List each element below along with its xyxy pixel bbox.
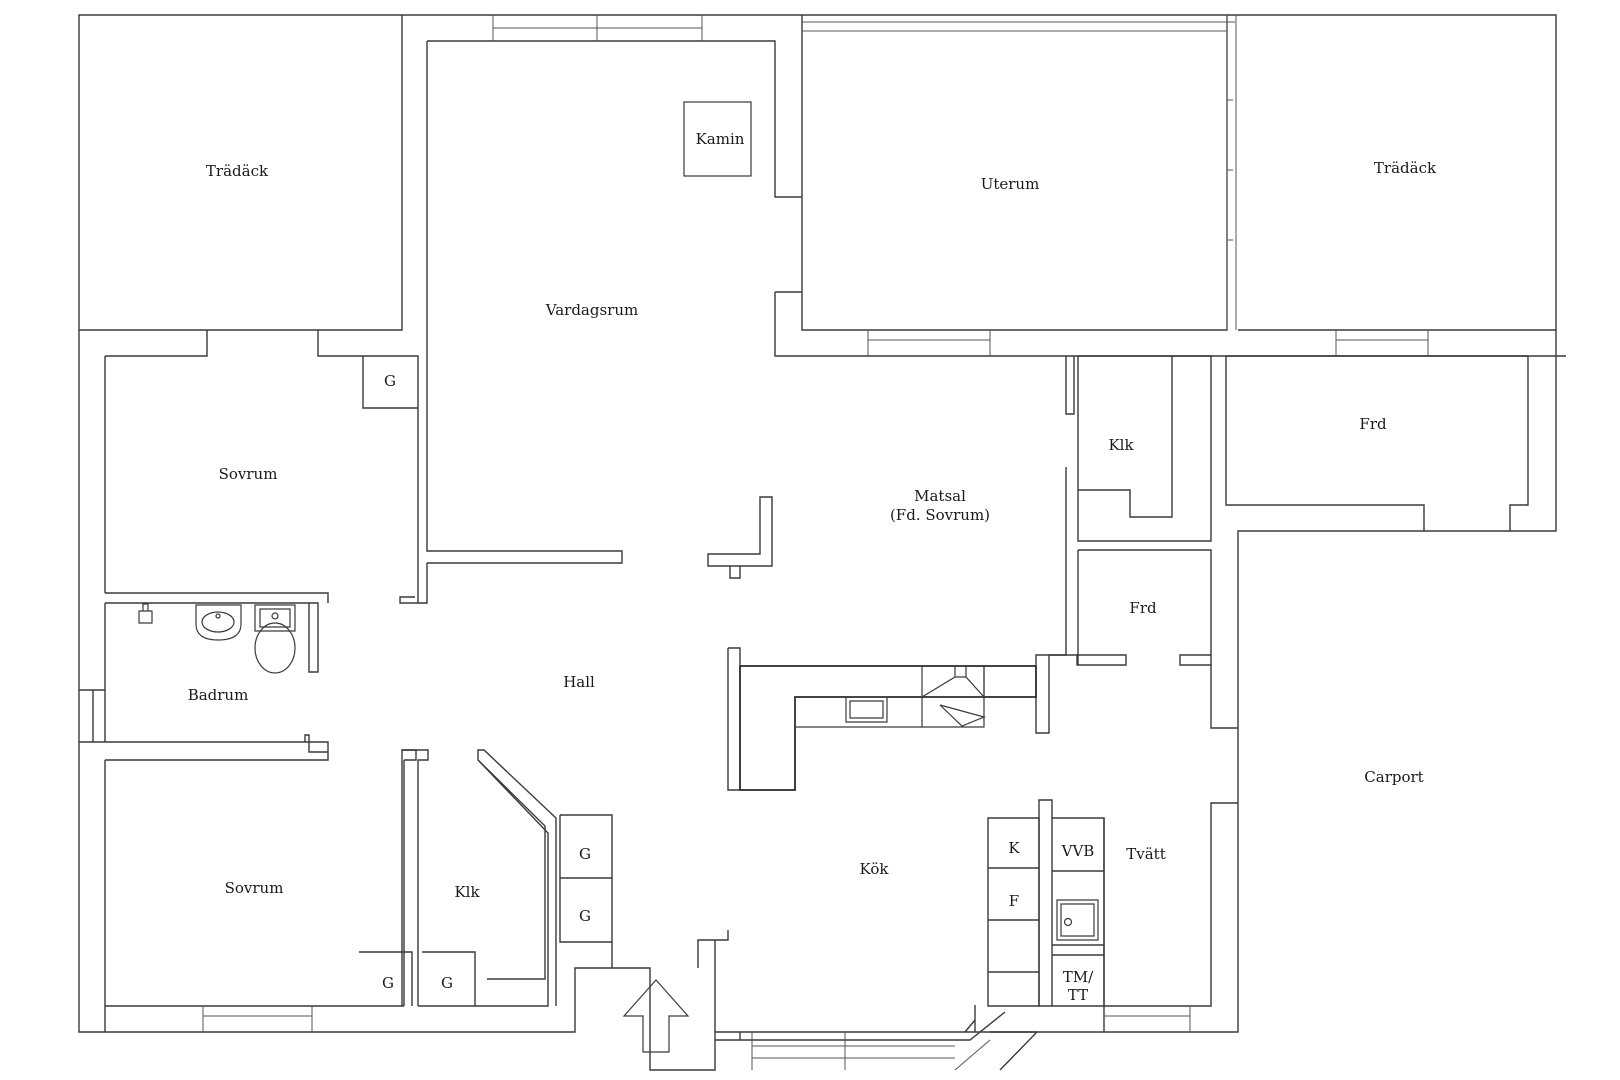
label-frd-lower: Frd [1129,599,1157,617]
upper-walls [79,15,1566,604]
label-frd-upper: Frd [1359,415,1387,433]
label-badrum: Badrum [188,686,249,704]
label-tradack-right: Trädäck [1374,159,1437,177]
label-matsal-note: (Fd. Sovrum) [890,506,990,524]
label-g-klk: G [441,974,453,992]
label-uterum: Uterum [981,175,1040,193]
label-klk-lower: Klk [454,883,480,901]
label-f: F [1009,892,1019,910]
label-k: K [1008,839,1020,857]
toilet-icon [254,604,296,632]
badrum-fixtures [138,603,296,674]
entrance-arrow-icon [622,979,690,1053]
kamin-box [683,101,752,177]
shower-icon [138,603,153,624]
label-g-top: G [384,372,396,390]
label-vardagsrum: Vardagsrum [545,301,638,319]
label-klk-upper: Klk [1108,436,1134,454]
label-tradack-left: Trädäck [206,162,269,180]
label-g-hall-2: G [579,907,591,925]
label-kamin: Kamin [696,130,745,148]
label-sovrum-upper: Sovrum [219,465,278,483]
label-g-hall-1: G [579,845,591,863]
label-carport: Carport [1364,768,1423,786]
label-tm-line1: TM/ [1063,968,1094,986]
outer-walls [78,14,1557,1071]
label-matsal: Matsal [914,487,966,505]
center-walls [697,356,1238,1071]
right-walls [1077,355,1529,729]
label-kok: Kök [860,860,890,878]
label-g-sovrum: G [382,974,394,992]
label-vvb: VVB [1061,842,1095,860]
sink-icon [195,604,242,641]
label-tm-line2: TT [1068,986,1088,1004]
label-sovrum-lower: Sovrum [225,879,284,897]
label-hall: Hall [563,673,595,691]
badrum-walls [79,602,329,753]
lower-left-walls [104,749,613,1032]
sovrum-upper-walls [104,330,419,603]
label-tvatt: Tvätt [1126,845,1165,863]
